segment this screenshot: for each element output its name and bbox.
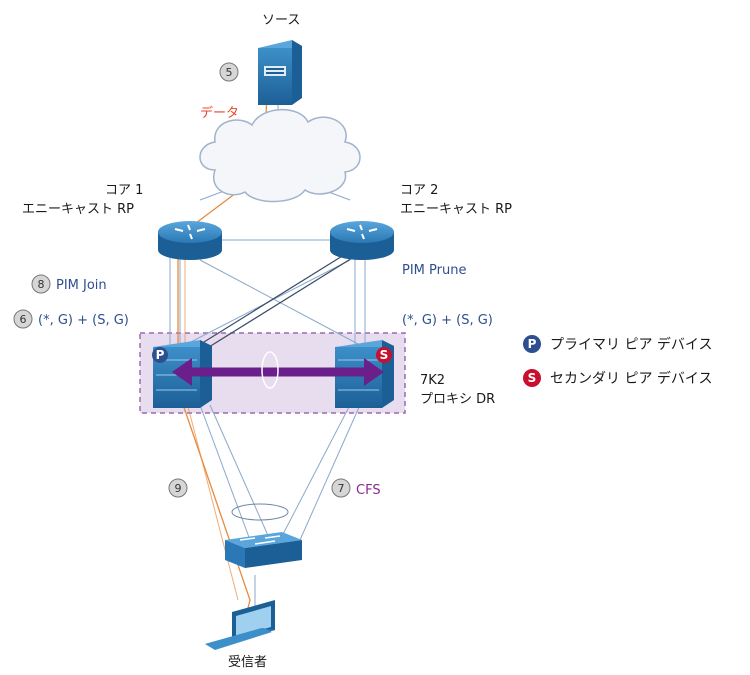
groups-right-label: (*, G) + (S, G) [402,313,493,328]
cloud-icon [199,108,361,203]
legend: P プライマリ ピア デバイス S セカンダリ ピア デバイス [523,335,712,387]
primary-badge: P [152,347,168,363]
peer-link-arrow [172,351,384,389]
groups-left-label: (*, G) + (S, G) [38,313,129,328]
receiver-label: 受信者 [228,655,267,670]
svg-text:5: 5 [226,66,233,79]
core1-label-line1: コア 1 [105,183,143,198]
svg-text:S: S [380,348,389,362]
proxy-label-line1: 7K2 [420,373,445,388]
step-9-marker: 9 [168,478,188,498]
step-5-marker: 5 [219,62,239,82]
pim-prune-label: PIM Prune [402,263,466,278]
core2-router-icon [330,221,394,260]
pim-join-label: PIM Join [56,278,107,293]
access-switch-icon [225,503,302,568]
svg-text:P: P [528,337,537,351]
server-icon [258,40,302,105]
step-7-marker: 7 [331,478,351,498]
laptop-icon [205,600,275,650]
svg-text:P: P [156,348,165,362]
step-6-marker: 6 [13,309,33,329]
core2-label-line1: コア 2 [400,183,438,198]
svg-text:7: 7 [338,482,345,495]
svg-text:9: 9 [175,482,182,495]
legend-secondary: S セカンダリ ピア デバイス [523,369,712,387]
svg-text:S: S [528,371,537,385]
core2-label-line2: エニーキャスト RP [400,202,512,217]
cfs-label: CFS [356,483,381,498]
proxy-label-line2: プロキシ DR [420,392,495,407]
svg-text:8: 8 [38,278,45,291]
secondary-badge: S [376,347,392,363]
legend-primary: P プライマリ ピア デバイス [523,335,712,353]
core1-router-icon [158,221,222,260]
svg-text:6: 6 [20,313,27,326]
svg-text:セカンダリ ピア デバイス: セカンダリ ピア デバイス [550,370,712,387]
source-label: ソース [262,13,300,28]
connection-lines [169,100,366,610]
core1-label-line2: エニーキャスト RP [22,202,134,217]
data-label: データ [200,105,239,121]
svg-text:プライマリ ピア デバイス: プライマリ ピア デバイス [550,336,712,353]
step-8-marker: 8 [31,274,51,294]
